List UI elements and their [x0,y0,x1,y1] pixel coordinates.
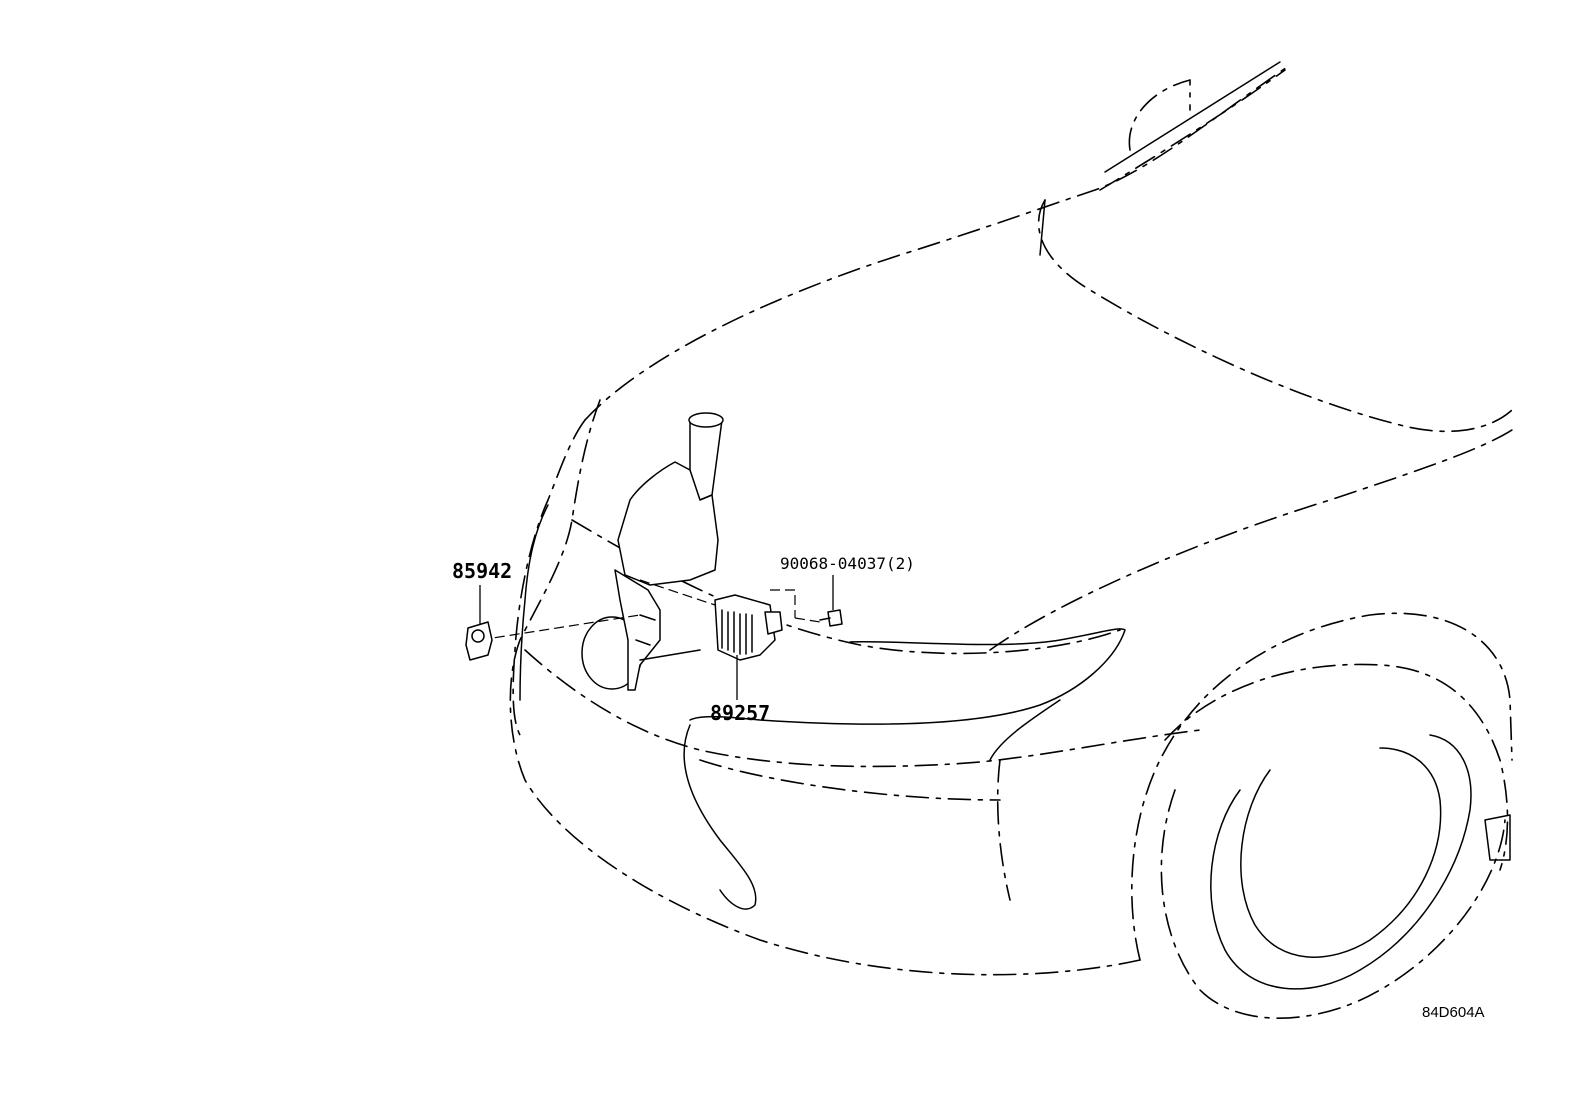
wheel-arch-outer [1131,612,1513,961]
bolt-shank [819,617,831,621]
fender-line [989,429,1513,651]
grille-upper-bar [571,519,1121,655]
bolt-90068-04037 [819,609,843,627]
tire-outer [1160,789,1506,1019]
grille-lower [524,649,1201,768]
corner-line [996,759,1011,901]
callout-89257[interactable]: 89257 [710,701,770,725]
mount-guide [479,579,821,641]
bumper-left [512,419,586,736]
horn-85942 [465,621,493,661]
wheel-arch-inner [1164,663,1509,871]
washer-reservoir [614,412,724,691]
fog-surround [989,699,1061,761]
hood-shutline [1037,199,1513,433]
horn-knob [471,629,485,643]
rim [1240,747,1442,958]
headlight [689,628,1126,725]
tire-sidewall [1210,734,1472,990]
module-connector [764,611,783,635]
reservoir-tank [617,461,719,586]
vehicle-outline [509,61,1513,1019]
windshield-line [1099,69,1286,191]
wiper-line [1104,61,1281,173]
side-mirror [1128,79,1191,151]
callout-90068-04037[interactable]: 90068-04037(2) [780,554,915,573]
bumper-side [1484,814,1511,861]
grille-outer [509,399,1141,976]
callout-85942[interactable]: 85942 [452,559,512,583]
reservoir-bracket [614,569,661,691]
module-fins [721,609,753,655]
lower-intake [683,724,757,910]
diagram-code: 84D604A [1422,1004,1485,1021]
spindle-left [519,504,549,701]
control-module-89257 [714,594,783,661]
hood-edge [584,64,1291,421]
cowl-line [1039,199,1046,256]
bracket-detail [635,614,701,661]
bolt-head [827,609,843,627]
reservoir-cap [688,412,724,428]
bumper-lower [699,759,1001,801]
module-body [714,594,776,661]
